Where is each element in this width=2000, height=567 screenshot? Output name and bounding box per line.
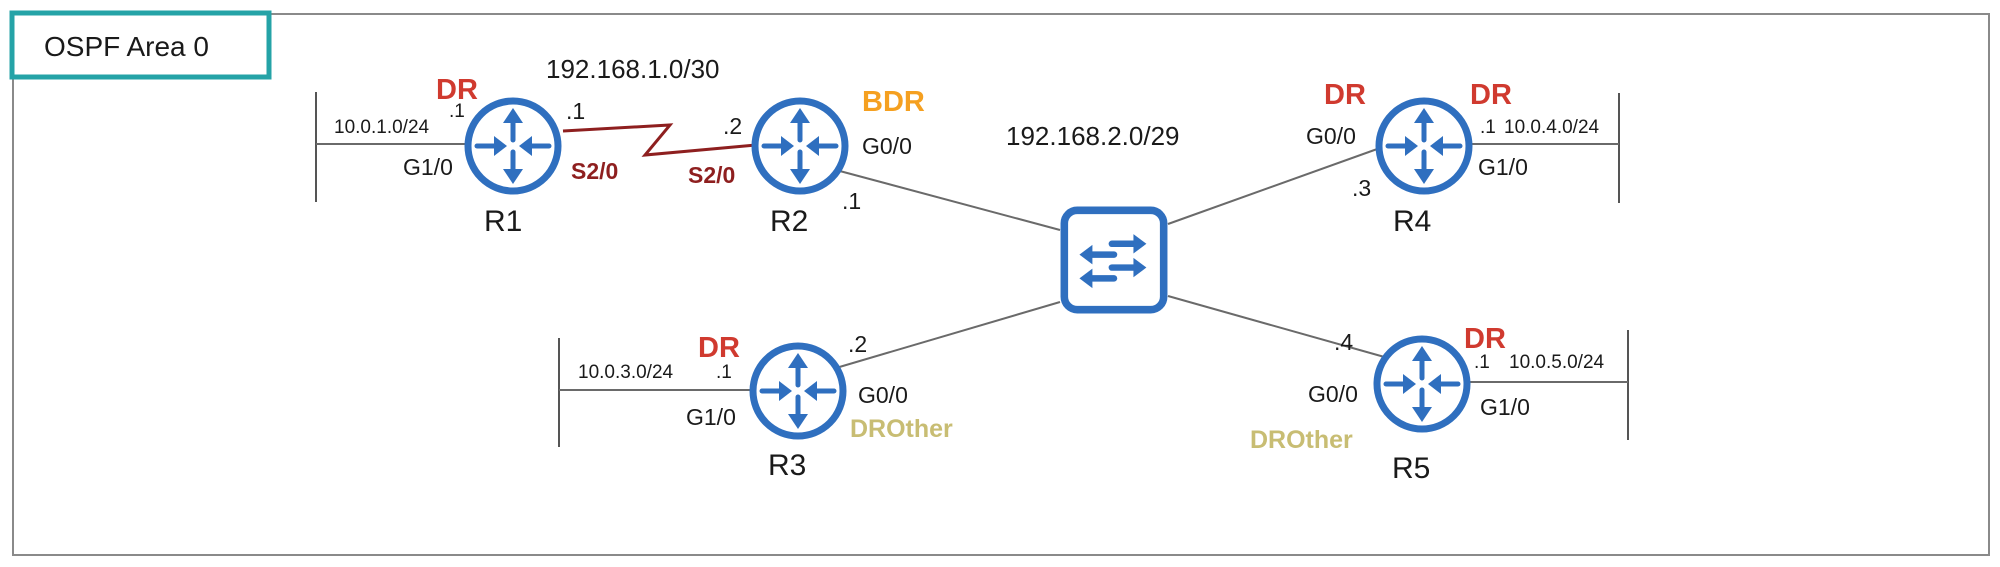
links — [316, 143, 1628, 391]
r3-switch-link — [835, 301, 1061, 369]
r3-name: R3 — [768, 449, 806, 482]
area-label-box — [9, 10, 272, 80]
r5-lan-subnet-label: 10.0.5.0/24 — [1509, 352, 1605, 373]
r2-serial-ip: .2 — [723, 113, 742, 139]
r5-g-role: DROther — [1250, 426, 1353, 454]
serial-link — [562, 123, 757, 157]
r3-lan-ip: .1 — [716, 362, 732, 383]
r4-name: R4 — [1393, 205, 1431, 238]
r3-g-role: DROther — [850, 415, 953, 443]
serial-subnet-label: 192.168.1.0/30 — [546, 54, 720, 84]
r2-switch-link — [835, 169, 1061, 231]
r1-serial-interface: S2/0 — [571, 158, 618, 184]
r4-switch-link — [1167, 147, 1381, 225]
router-icon[interactable] — [1379, 101, 1469, 191]
r2-serial-interface: S2/0 — [688, 162, 735, 188]
r4-g-ip: .3 — [1352, 175, 1371, 201]
r5-lan-ip: .1 — [1474, 352, 1490, 373]
r1-role: DR — [436, 74, 478, 106]
switch-icon[interactable] — [1064, 210, 1163, 309]
r4-g-role: DR — [1324, 79, 1366, 111]
area-frame — [12, 13, 1990, 556]
r1-lan-interface: G1/0 — [403, 154, 453, 180]
r4-lan-subnet-label: 10.0.4.0/24 — [1504, 117, 1600, 138]
r3-lan-interface: G1/0 — [686, 404, 736, 430]
r4-lan-interface: G1/0 — [1478, 154, 1528, 180]
r3-g-ip: .2 — [848, 331, 867, 357]
r3-g-interface: G0/0 — [858, 382, 908, 408]
r4-g-interface: G0/0 — [1306, 123, 1356, 149]
area-title: OSPF Area 0 — [44, 31, 209, 62]
router-icon[interactable] — [755, 101, 845, 191]
r3-lan-role: DR — [698, 332, 740, 364]
router-icon[interactable] — [753, 346, 843, 436]
r1-lan-subnet-label: 10.0.1.0/24 — [334, 117, 430, 138]
r2-name: R2 — [770, 205, 808, 238]
r5-name: R5 — [1392, 452, 1430, 485]
r4-lan-ip: .1 — [1480, 117, 1496, 138]
r2-g-interface: G0/0 — [862, 133, 912, 159]
r5-g-interface: G0/0 — [1308, 381, 1358, 407]
lan-subnet-label: 192.168.2.0/29 — [1006, 121, 1180, 151]
r5-lan-role: DR — [1464, 323, 1506, 355]
r2-g-ip: .1 — [842, 188, 861, 214]
r4-lan-role: DR — [1470, 79, 1512, 111]
r3-lan-subnet-label: 10.0.3.0/24 — [578, 362, 674, 383]
r1-lan-ip: .1 — [449, 101, 465, 122]
lan-segments — [315, 92, 1629, 447]
r1-serial-ip: .1 — [566, 98, 585, 124]
r5-g-ip: .4 — [1334, 329, 1353, 355]
r1-name: R1 — [484, 205, 522, 238]
router-icon[interactable] — [1377, 339, 1467, 429]
r5-lan-interface: G1/0 — [1480, 394, 1530, 420]
router-icon[interactable] — [468, 101, 558, 191]
r5-switch-link — [1167, 295, 1389, 359]
r2-role: BDR — [862, 86, 925, 118]
